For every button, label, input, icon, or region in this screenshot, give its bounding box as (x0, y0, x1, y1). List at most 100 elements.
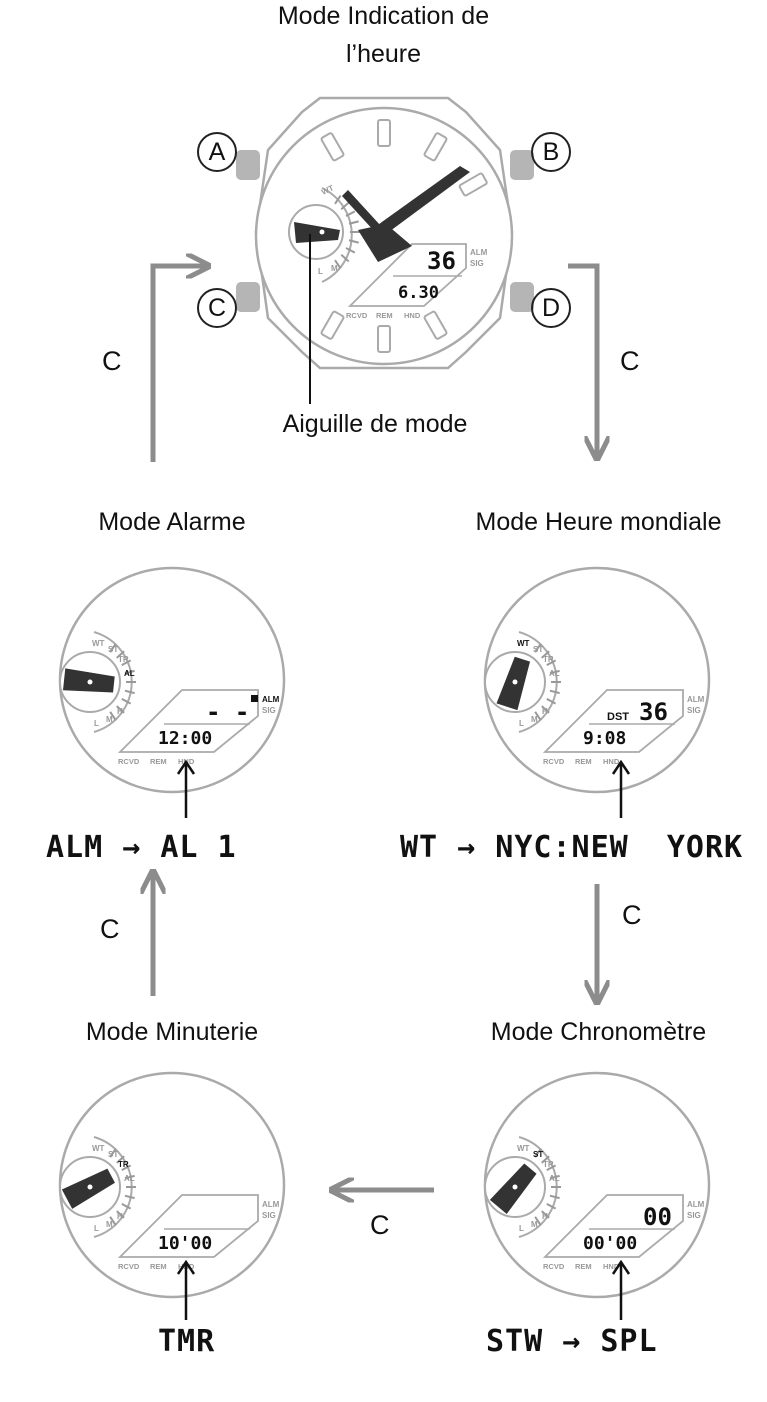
svg-text:H: H (117, 1212, 123, 1221)
svg-text:M: M (331, 264, 338, 273)
svg-text:WT: WT (92, 639, 105, 648)
svg-text:TR: TR (118, 655, 129, 664)
arrow-to-timekeeping (150, 266, 206, 462)
svg-text:REM: REM (575, 757, 592, 766)
svg-text:L: L (94, 719, 99, 728)
svg-text:ST: ST (533, 1150, 543, 1159)
svg-text:AL: AL (549, 669, 560, 678)
svg-text:WT: WT (92, 1144, 105, 1153)
svg-text:M: M (531, 1220, 538, 1229)
world-time-mode-title: Mode Heure mondiale (475, 508, 722, 536)
minute-hand (368, 166, 470, 240)
svg-text:ALM: ALM (262, 1200, 280, 1209)
button-b-label: B (531, 132, 571, 172)
svg-text:WT: WT (517, 639, 530, 648)
svg-text:REM: REM (575, 1262, 592, 1271)
flow-arrows (153, 266, 597, 1190)
button-a-knob[interactable] (236, 150, 260, 180)
svg-text:ST: ST (108, 1150, 118, 1159)
svg-text:L: L (519, 719, 524, 728)
press-c-label-1: C (102, 346, 122, 376)
svg-text:ALM: ALM (687, 1200, 705, 1209)
alarm-mode-title: Mode Alarme (98, 508, 246, 536)
button-c-knob[interactable] (236, 282, 260, 312)
svg-text:SIG: SIG (687, 706, 701, 715)
hour-markers (320, 119, 488, 353)
svg-text:AL: AL (124, 669, 135, 678)
svg-text:TR: TR (543, 655, 554, 664)
svg-text:SIG: SIG (262, 1211, 276, 1220)
button-b-knob[interactable] (510, 150, 534, 180)
svg-text:00: 00 (643, 1203, 672, 1231)
arrow-to-world-time (568, 263, 597, 456)
svg-text:RCVD: RCVD (118, 1262, 140, 1271)
svg-text:M: M (106, 1220, 113, 1229)
svg-text:ALM: ALM (687, 695, 705, 704)
svg-text:TR: TR (118, 1160, 129, 1169)
stopwatch-mode-title: Mode Chronomètre (490, 1018, 707, 1046)
alarm-sequence: ALM → AL 1 (46, 830, 237, 865)
svg-text:ALM: ALM (470, 248, 488, 257)
press-c-label-4: C (370, 1210, 390, 1240)
press-c-label-5: C (100, 914, 120, 944)
stopwatch-sequence: STW → SPL (486, 1324, 658, 1359)
svg-text:HND: HND (404, 311, 421, 320)
svg-text:10'00: 10'00 (158, 1233, 212, 1254)
timer-mode-title: Mode Minuterie (85, 1018, 259, 1046)
svg-text:REM: REM (150, 757, 167, 766)
hand-hub (358, 224, 412, 262)
svg-text:M: M (531, 715, 538, 724)
button-d-label: D (531, 288, 571, 328)
lcd-seconds: 36 (427, 247, 456, 275)
svg-text:AL: AL (549, 1174, 560, 1183)
svg-text:TR: TR (543, 1160, 554, 1169)
svg-text:L: L (519, 1224, 524, 1233)
svg-text:L: L (318, 267, 323, 276)
main-lcd: 36 6.30 ALM SIG RCVD REM HND (346, 243, 488, 320)
svg-text:RCVD: RCVD (118, 757, 140, 766)
svg-text:SIG: SIG (470, 259, 484, 268)
svg-text:ALM: ALM (262, 695, 280, 704)
svg-text:ST: ST (533, 645, 543, 654)
svg-text:REM: REM (376, 311, 393, 320)
svg-text:SIG: SIG (687, 1211, 701, 1220)
svg-text:HND: HND (603, 1262, 620, 1271)
svg-text:RCVD: RCVD (543, 1262, 565, 1271)
svg-text:RCVD: RCVD (543, 757, 565, 766)
button-d-knob[interactable] (510, 282, 534, 312)
svg-text:REM: REM (150, 1262, 167, 1271)
sequence-pointers (176, 759, 631, 1320)
lcd-date: 6.30 (398, 283, 439, 303)
svg-text:H: H (542, 1212, 548, 1221)
mode-hand-label: Aiguille de mode (282, 410, 468, 438)
svg-text:ST: ST (108, 645, 118, 654)
mode-hand (294, 222, 340, 243)
svg-text:WT: WT (517, 1144, 530, 1153)
title-line-2: l’heure (345, 40, 422, 68)
svg-text:DST: DST (607, 711, 629, 723)
svg-text:RCVD: RCVD (346, 311, 368, 320)
world-time-sequence: WT → NYC:NEW YORK (400, 830, 744, 865)
button-c-label: C (197, 288, 237, 328)
svg-text:9:08: 9:08 (583, 728, 626, 749)
svg-text:H: H (117, 707, 123, 716)
svg-text:12:00: 12:00 (158, 728, 212, 749)
svg-text:H: H (542, 707, 548, 716)
press-c-label-2: C (620, 346, 640, 376)
svg-text:36: 36 (639, 698, 668, 726)
svg-text:SIG: SIG (262, 706, 276, 715)
svg-text:M: M (106, 715, 113, 724)
press-c-label-3: C (622, 900, 642, 930)
mode-subdial: WT L M (288, 183, 360, 283)
button-a-label: A (197, 132, 237, 172)
main-watch: WT L M 36 6.30 ALM SIG RCVD REM HND (236, 96, 534, 404)
title-line-1: Mode Indication de (277, 2, 490, 30)
svg-text:AL: AL (124, 1174, 135, 1183)
timer-sequence: TMR (158, 1324, 216, 1359)
svg-text:00'00: 00'00 (583, 1233, 637, 1254)
